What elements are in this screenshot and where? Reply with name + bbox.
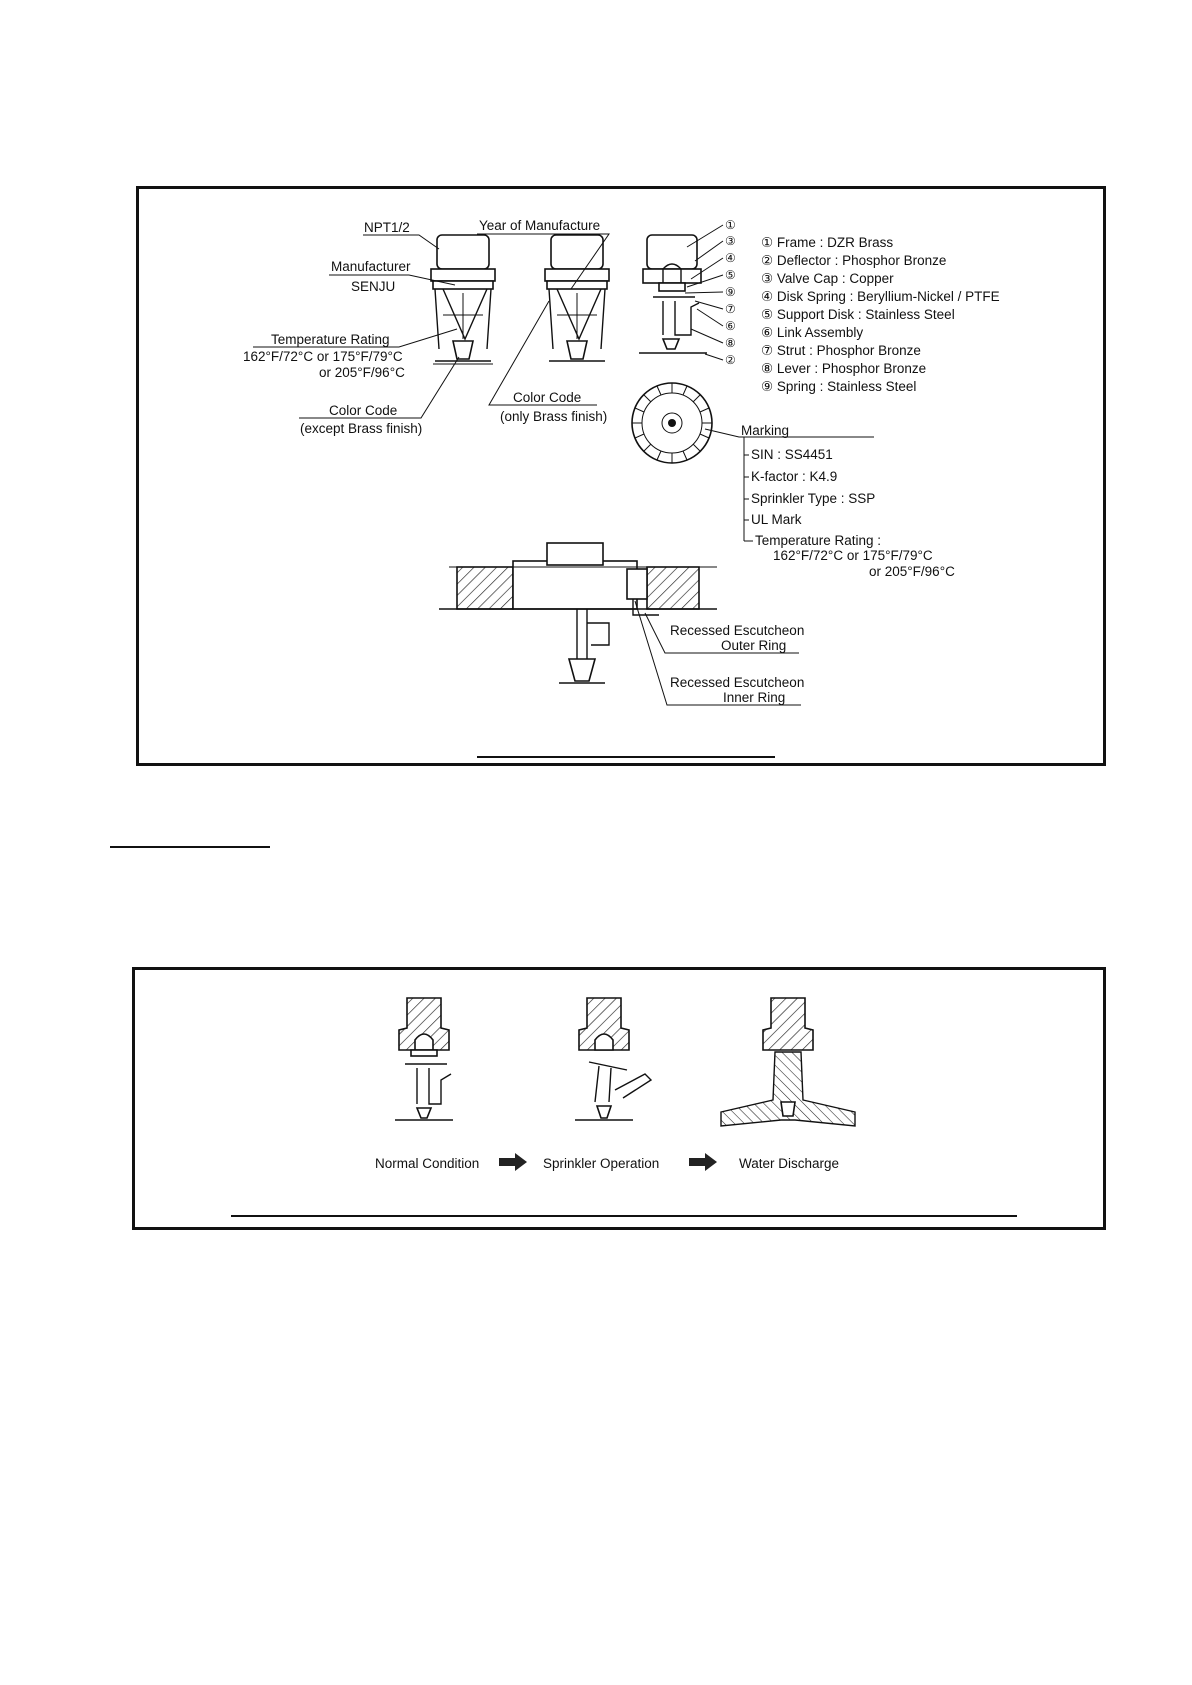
- sprinkler-components-figure: ① ③ ④ ⑤ ⑨ ⑦ ⑥ ⑧ ② NPT1/2 Manufacturer SE…: [136, 186, 1106, 766]
- parts-list: ① Frame : DZR Brass ② Deflector : Phosph…: [761, 235, 1000, 394]
- normal-condition-drawing: [395, 997, 453, 1121]
- step-water-discharge: Water Discharge: [739, 1156, 839, 1171]
- deflector-top-view: [631, 382, 713, 464]
- callout-numbers: ① ③ ④ ⑤ ⑨ ⑦ ⑥ ⑧ ②: [684, 218, 736, 367]
- marking-item: Sprinkler Type : SSP: [751, 491, 875, 506]
- escutcheon-outer-label-2: Outer Ring: [721, 638, 786, 653]
- marking-item: SIN : SS4451: [751, 447, 833, 462]
- color-code-left-label: Color Code: [329, 403, 397, 418]
- part-item: ② Deflector : Phosphor Bronze: [761, 253, 946, 268]
- installed-sprinkler-section: [439, 542, 717, 684]
- callout-9: ⑨: [725, 285, 736, 299]
- part-item: ⑥ Link Assembly: [761, 325, 863, 340]
- callout-3: ③: [725, 234, 736, 248]
- marking-item: Temperature Rating :: [755, 533, 881, 548]
- arrow-right-icon: [499, 1153, 527, 1171]
- callout-1: ①: [725, 218, 736, 232]
- callout-6: ⑥: [725, 319, 736, 333]
- part-item: ⑨ Spring : Stainless Steel: [761, 379, 916, 394]
- part-item: ③ Valve Cap : Copper: [761, 271, 894, 286]
- marking-item: K-factor : K4.9: [751, 469, 837, 484]
- marking-temp-values-2: or 205°F/96°C: [869, 564, 955, 579]
- callout-5: ⑤: [725, 268, 736, 282]
- npt-label: NPT1/2: [364, 220, 410, 235]
- sprinkler-front-view-left: [430, 234, 496, 365]
- marking-temp-values-1: 162°F/72°C or 175°F/79°C: [773, 548, 933, 563]
- temp-rating-values-1: 162°F/72°C or 175°F/79°C: [243, 349, 403, 364]
- temp-rating-label: Temperature Rating: [271, 332, 390, 347]
- temp-rating-values-2: or 205°F/96°C: [319, 365, 405, 380]
- callout-8: ⑧: [725, 336, 736, 350]
- escutcheon-inner-label-1: Recessed Escutcheon: [670, 675, 804, 690]
- part-item: ④ Disk Spring : Beryllium-Nickel / PTFE: [761, 289, 1000, 304]
- sprinkler-operation-drawing-state: [575, 997, 653, 1121]
- escutcheon-inner-label-2: Inner Ring: [723, 690, 785, 705]
- color-code-left-note: (except Brass finish): [300, 421, 422, 436]
- step-sprinkler-operation: Sprinkler Operation: [543, 1156, 659, 1171]
- callout-4: ④: [725, 251, 736, 265]
- color-code-mid-label: Color Code: [513, 390, 581, 405]
- sprinkler-front-view-middle: [544, 234, 610, 362]
- marking-title: Marking: [741, 423, 789, 438]
- sprinkler-operation-figure: Normal Condition Sprinkler Operation Wat…: [132, 967, 1106, 1230]
- sprinkler-operation-drawing: Normal Condition Sprinkler Operation Wat…: [231, 997, 1017, 1217]
- water-discharge-drawing: [720, 997, 856, 1127]
- year-label: Year of Manufacture: [479, 218, 600, 233]
- sprinkler-components-drawing: ① ③ ④ ⑤ ⑨ ⑦ ⑥ ⑧ ② NPT1/2 Manufacturer SE…: [243, 218, 1000, 758]
- callout-7: ⑦: [725, 302, 736, 316]
- sprinkler-side-view: [639, 234, 707, 354]
- section-heading-underline: [110, 846, 270, 848]
- arrow-right-icon: [689, 1153, 717, 1171]
- part-item: ⑦ Strut : Phosphor Bronze: [761, 343, 921, 358]
- part-item: ⑤ Support Disk : Stainless Steel: [761, 307, 955, 322]
- callout-2: ②: [725, 353, 736, 367]
- step-normal-condition: Normal Condition: [375, 1156, 479, 1171]
- color-code-mid-note: (only Brass finish): [500, 409, 607, 424]
- marking-item: UL Mark: [751, 512, 802, 527]
- part-item: ① Frame : DZR Brass: [761, 235, 893, 250]
- marking-block: Marking SIN : SS4451 K-factor : K4.9 Spr…: [704, 423, 955, 579]
- manufacturer-label: Manufacturer: [331, 259, 411, 274]
- part-item: ⑧ Lever : Phosphor Bronze: [761, 361, 926, 376]
- manufacturer-name: SENJU: [351, 279, 395, 294]
- escutcheon-outer-label-1: Recessed Escutcheon: [670, 623, 804, 638]
